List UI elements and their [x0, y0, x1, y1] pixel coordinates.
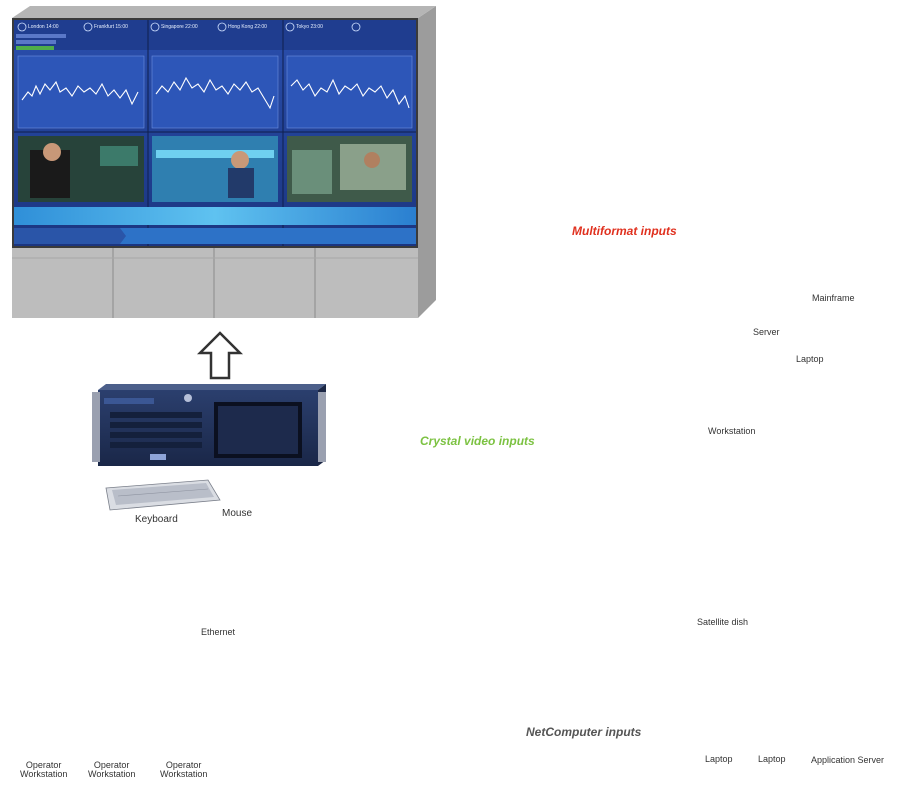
- mainframe-label: Mainframe: [812, 293, 855, 303]
- server-label: Server: [753, 327, 780, 337]
- satellite-dish-label: Satellite dish: [697, 617, 749, 627]
- globe-icon: [285, 22, 295, 32]
- video-wall: [12, 6, 436, 318]
- netcomputer-inputs-title: NetComputer inputs: [526, 725, 642, 739]
- display-controller: [92, 384, 326, 466]
- globe-icon: [83, 22, 93, 32]
- mouse-label: Mouse: [222, 508, 253, 519]
- operator-label-line: Workstation: [20, 769, 68, 779]
- up-arrow-icon: [196, 331, 244, 380]
- operator-label-line: Operator: [25, 760, 62, 770]
- operator-workstation-label: Operator Workstation: [20, 761, 67, 779]
- laptop-label: Laptop: [758, 754, 786, 764]
- operator-label-line: Operator: [165, 760, 202, 770]
- operator-label-line: Workstation: [88, 769, 136, 779]
- operator-workstation-label: Operator Workstation: [88, 761, 135, 779]
- globe-icon: [351, 22, 361, 32]
- multiformat-inputs-title: Multiformat inputs: [572, 224, 677, 238]
- application-server-label: Application Server: [811, 755, 885, 765]
- laptop-label: Laptop: [705, 754, 733, 764]
- crystal-video-inputs-title: Crystal video inputs: [420, 434, 535, 448]
- city-label: Tokyo 23:00: [296, 24, 323, 30]
- laptop-label: Laptop: [796, 354, 824, 364]
- workstation-label: Workstation: [708, 426, 756, 436]
- city-label: Hong Kong 22:00: [228, 24, 267, 30]
- globe-icon: [150, 22, 160, 32]
- operator-label-line: Workstation: [160, 769, 208, 779]
- globe-icon: [17, 22, 27, 32]
- city-label: Singapore 22:00: [161, 24, 198, 30]
- keyboard-label: Keyboard: [135, 514, 178, 525]
- ethernet-label: Ethernet: [201, 627, 236, 637]
- city-label: Frankfurt 15:00: [94, 24, 128, 30]
- operator-label-line: Operator: [93, 760, 130, 770]
- keyboard-icon: [105, 479, 221, 511]
- globe-icon: [217, 22, 227, 32]
- city-label: London 14:00: [28, 24, 59, 30]
- operator-workstation-label: Operator Workstation: [160, 761, 207, 779]
